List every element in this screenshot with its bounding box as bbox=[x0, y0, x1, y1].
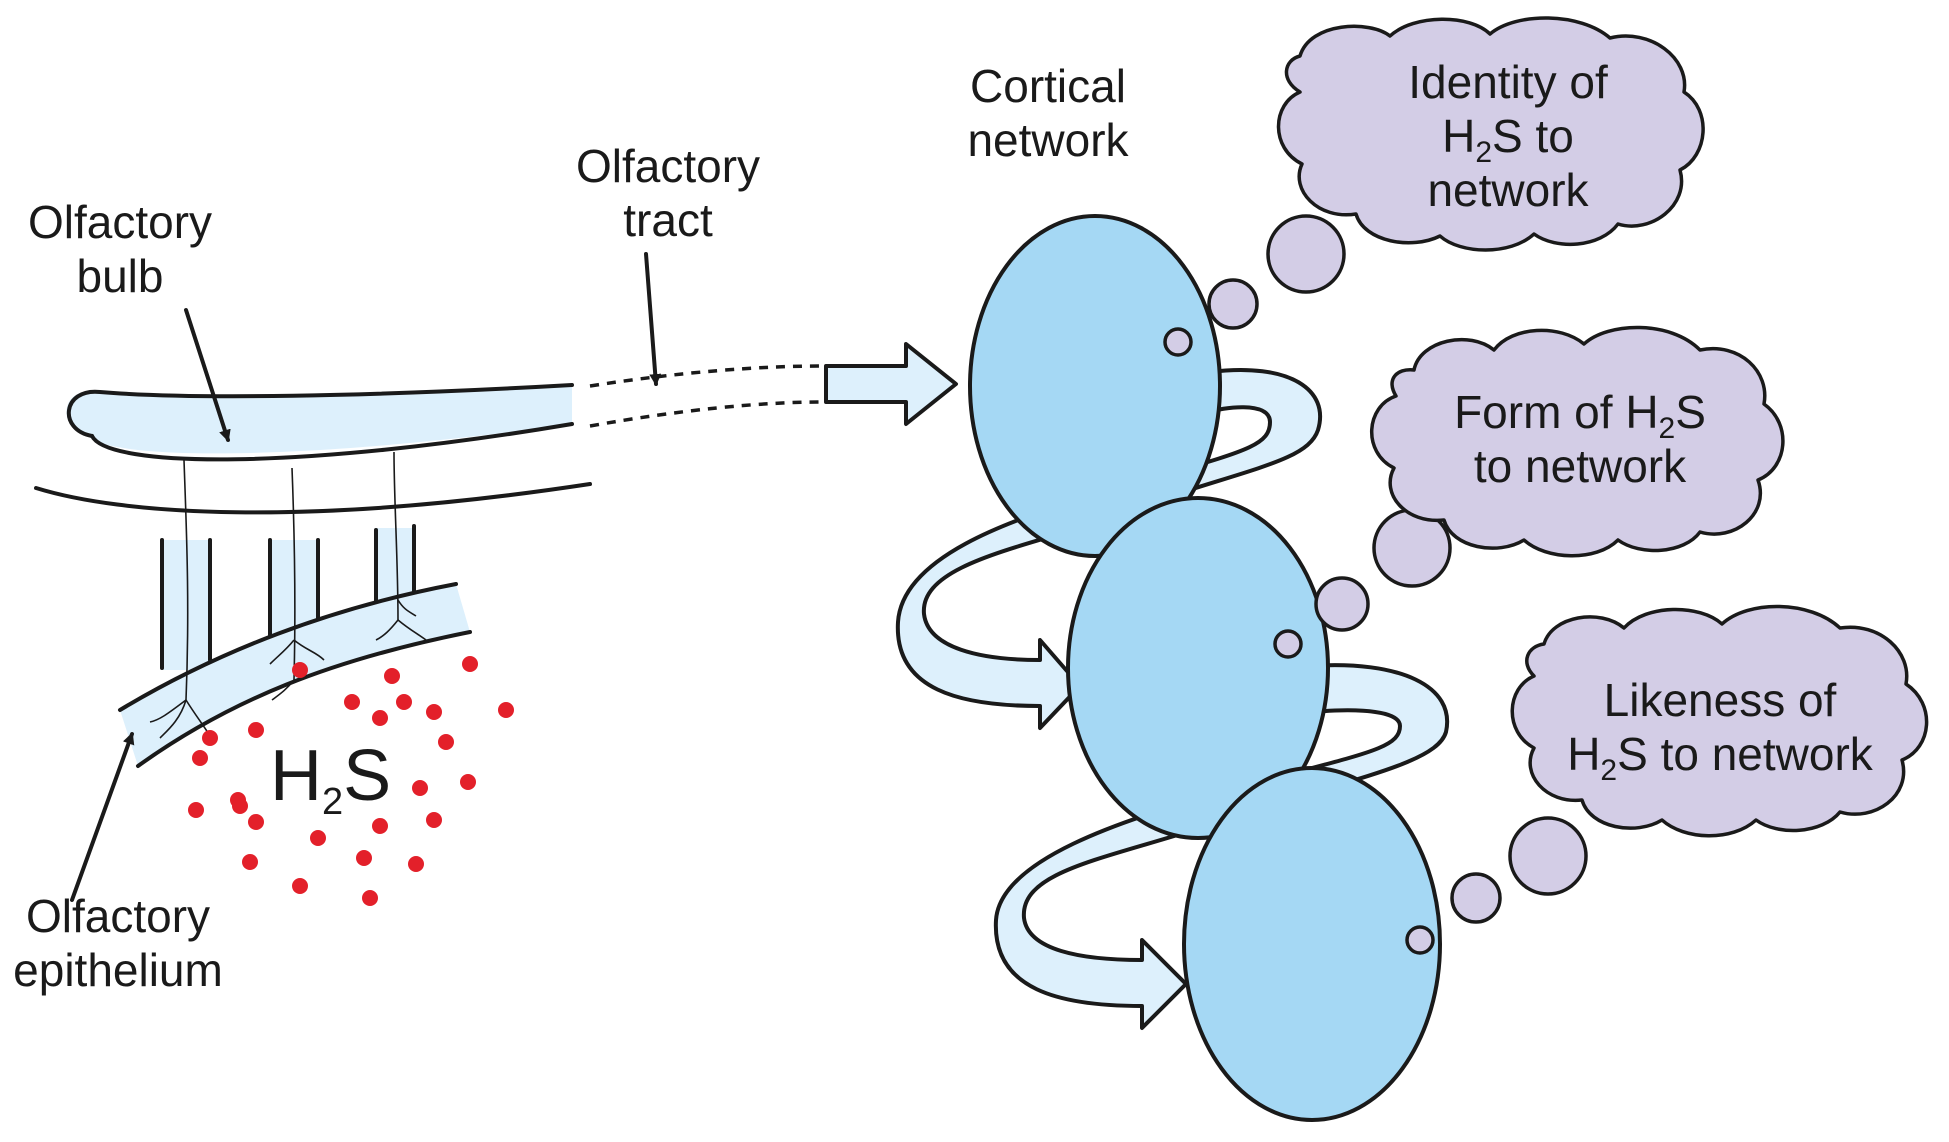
svg-text:network: network bbox=[967, 114, 1129, 166]
olfactory-tract-dotted bbox=[589, 364, 823, 428]
odorant-dot bbox=[438, 734, 454, 750]
odorant-dot bbox=[344, 694, 360, 710]
odorant-molecules bbox=[188, 656, 514, 906]
svg-text:Likeness of: Likeness of bbox=[1604, 674, 1837, 726]
odorant-dot bbox=[292, 878, 308, 894]
olfactory-bulb bbox=[66, 385, 572, 454]
node-1-marker bbox=[1163, 327, 1193, 357]
thought-bubble-small bbox=[1314, 576, 1370, 632]
olfactory-axons bbox=[149, 451, 427, 739]
h2s-odorant-label: H2S bbox=[270, 736, 391, 823]
svg-text:tract: tract bbox=[623, 194, 713, 246]
thought-cloud bbox=[1276, 16, 1705, 252]
bulb-pointer-arrow bbox=[184, 308, 231, 442]
recurrent-loop-2 bbox=[993, 663, 1450, 1030]
label-olfactory-tract: Olfactory tract bbox=[576, 140, 760, 246]
odorant-dot bbox=[372, 710, 388, 726]
odorant-dot bbox=[362, 890, 378, 906]
svg-text:bulb: bulb bbox=[77, 250, 164, 302]
svg-text:network: network bbox=[1427, 164, 1589, 216]
thought-cloud-likeness: Likeness of H2S to network bbox=[1450, 604, 1929, 924]
svg-text:H2S to: H2S to bbox=[1442, 110, 1574, 169]
svg-text:H2S to network: H2S to network bbox=[1567, 728, 1874, 787]
odorant-dot bbox=[356, 850, 372, 866]
odorant-dot bbox=[310, 830, 326, 846]
cribriform-plate bbox=[34, 482, 592, 515]
odorant-dot bbox=[462, 656, 478, 672]
odorant-dot bbox=[384, 668, 400, 684]
odorant-dot bbox=[426, 812, 442, 828]
nasal-anatomy: H2S bbox=[34, 383, 592, 906]
input-arrow bbox=[824, 342, 958, 426]
odorant-dot bbox=[192, 750, 208, 766]
thought-cloud bbox=[1369, 325, 1785, 558]
odorant-dot bbox=[412, 780, 428, 796]
svg-text:Identity of: Identity of bbox=[1408, 56, 1608, 108]
svg-text:epithelium: epithelium bbox=[13, 944, 223, 996]
cortical-node-3 bbox=[1182, 766, 1442, 1122]
odorant-dot bbox=[188, 802, 204, 818]
odorant-dot bbox=[248, 722, 264, 738]
svg-text:Olfactory: Olfactory bbox=[28, 196, 212, 248]
odorant-dot bbox=[202, 730, 218, 746]
odorant-dot bbox=[408, 856, 424, 872]
thought-cloud-form: Form of H2S to network bbox=[1314, 325, 1785, 632]
odorant-dot bbox=[498, 702, 514, 718]
svg-text:to network: to network bbox=[1474, 440, 1687, 492]
odorant-dot bbox=[242, 854, 258, 870]
tract-pointer-arrow bbox=[644, 252, 662, 386]
label-olfactory-epithelium: Olfactory epithelium bbox=[13, 890, 223, 996]
cortical-network bbox=[824, 214, 1450, 1122]
label-cortical-network: Cortical network bbox=[967, 60, 1129, 166]
thought-bubble-large bbox=[1266, 214, 1346, 294]
odorant-dot bbox=[248, 814, 264, 830]
thought-bubble-large bbox=[1508, 816, 1588, 896]
thought-cloud-identity: Identity of H2S to network bbox=[1207, 16, 1705, 330]
cortical-node-1 bbox=[968, 214, 1222, 558]
thought-bubble-small bbox=[1207, 278, 1259, 330]
svg-text:Olfactory: Olfactory bbox=[26, 890, 210, 942]
thought-bubble-small bbox=[1450, 872, 1502, 924]
odorant-dot bbox=[460, 774, 476, 790]
cortical-node-2 bbox=[1066, 496, 1330, 840]
odorant-dot bbox=[372, 818, 388, 834]
epithelium-pointer-arrow bbox=[70, 732, 135, 902]
node-2-marker bbox=[1273, 629, 1303, 659]
node-3-marker bbox=[1405, 925, 1435, 955]
thought-cloud bbox=[1510, 604, 1929, 838]
label-olfactory-bulb: Olfactory bulb bbox=[28, 196, 212, 302]
odorant-dot bbox=[232, 798, 248, 814]
recurrent-loop-1 bbox=[895, 367, 1322, 730]
odorant-dot bbox=[426, 704, 442, 720]
odorant-dot bbox=[292, 662, 308, 678]
svg-text:Form of H2S: Form of H2S bbox=[1454, 386, 1706, 445]
svg-text:Olfactory: Olfactory bbox=[576, 140, 760, 192]
svg-text:Cortical: Cortical bbox=[970, 60, 1126, 112]
odorant-dot bbox=[396, 694, 412, 710]
